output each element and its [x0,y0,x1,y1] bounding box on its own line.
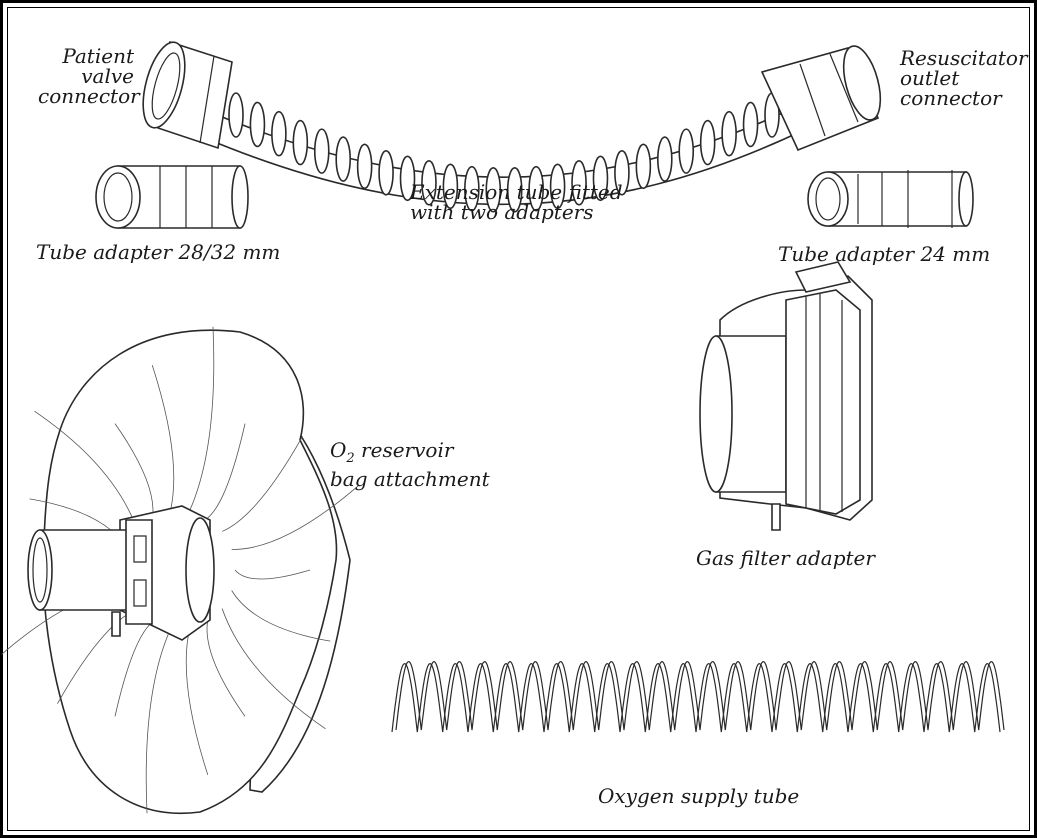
o2-reservoir-bag [1,327,358,814]
hose-rib [229,93,243,137]
hose-rib [744,102,758,146]
hose-rib [358,144,372,188]
hose-rib [379,151,393,195]
label-patient-valve-connector: Patient valve connector [38,46,134,106]
label-tube-adapter-28-32: Tube adapter 28/32 mm [36,242,280,262]
label-tube-adapter-24: Tube adapter 24 mm [778,244,990,264]
label-oxygen-supply-tube: Oxygen supply tube [598,786,799,806]
tube-adapter-28-32 [96,166,248,228]
hose-rib [272,112,286,156]
gas-filter-adapter [700,262,872,530]
hose-rib [679,129,693,173]
hose-rib [315,129,329,173]
hose-rib [701,121,715,165]
hose-rib [722,112,736,156]
oxygen-supply-tube [392,662,1004,732]
hose-rib [293,121,307,165]
hose-rib [250,102,264,146]
tube-adapter-24 [808,170,973,228]
label-extension-tube: Extension tube fitted with two adapters [410,182,670,222]
label-o2-reservoir-bag: O2 reservoir bag attachment [330,440,490,489]
label-resuscitator-outlet-connector: Resuscitator outlet connector [900,48,1030,108]
patient-valve-connector [135,38,232,148]
label-gas-filter-adapter: Gas filter adapter [696,548,875,568]
hose-rib [336,137,350,181]
hose-rib [658,137,672,181]
